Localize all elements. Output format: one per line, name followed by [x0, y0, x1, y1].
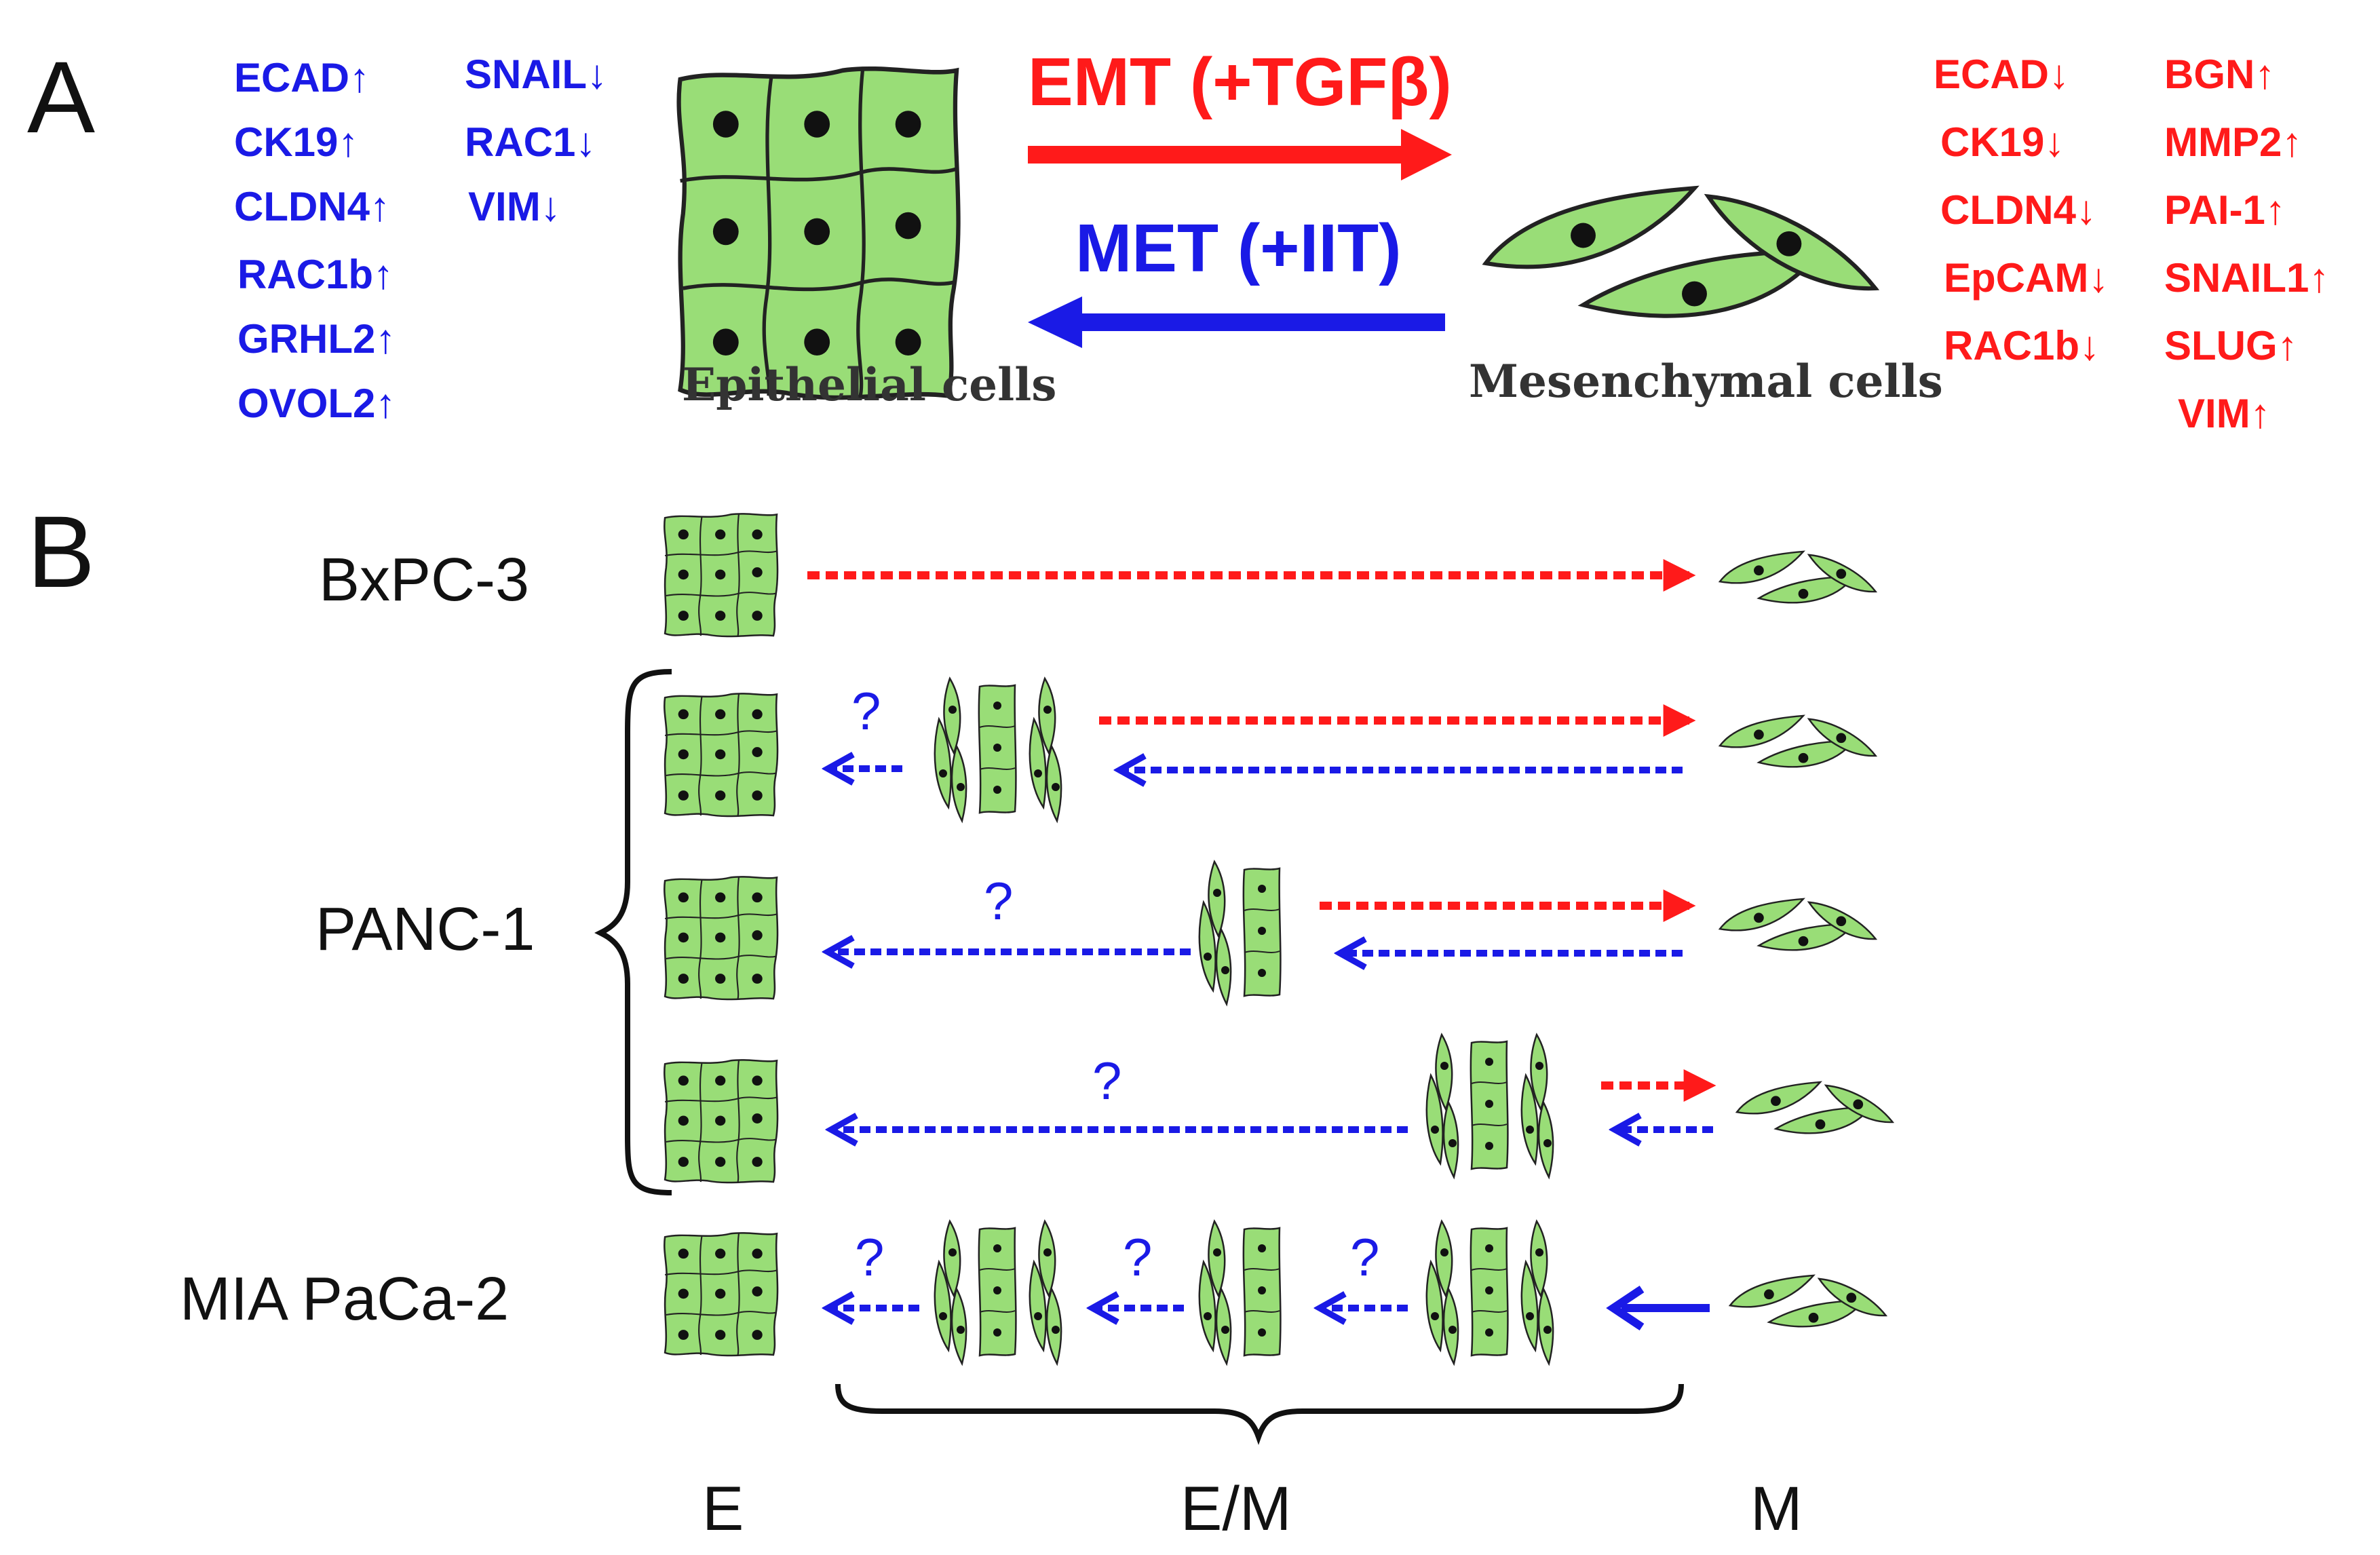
- mesenchymal-marker: EpCAM↓: [1944, 255, 2109, 301]
- mia-met-arrowhead-solid: [1606, 1286, 1645, 1330]
- epithelial-marker: RAC1↓: [465, 119, 596, 165]
- bxpc3-epithelial: [664, 513, 779, 638]
- state-label-e: E: [702, 1474, 744, 1543]
- panc1-brace: [594, 669, 672, 1195]
- mesenchymal-cells-illustration: [1486, 188, 1875, 315]
- met-arrowhead: [1028, 296, 1082, 348]
- panel-a-label: A: [27, 40, 95, 154]
- state-label-em: E/M: [1181, 1474, 1292, 1543]
- mia-hybrid-3: [1427, 1221, 1553, 1364]
- panel-b-label: B: [27, 495, 95, 609]
- mia-epithelial: [664, 1232, 779, 1357]
- mesenchymal-marker: SNAIL1↑: [2164, 255, 2329, 301]
- epithelial-marker: ECAD↑: [234, 55, 370, 100]
- mia-question-2: ?: [1123, 1227, 1152, 1287]
- mia-question-1: ?: [855, 1227, 884, 1287]
- mia-question-3: ?: [1350, 1227, 1379, 1287]
- cell-line-label-bxpc3: BxPC-3: [319, 546, 529, 614]
- emt-label: EMT (+TGFβ): [1028, 44, 1452, 120]
- panc1-r2-mesenchymal: [1719, 898, 1877, 951]
- epithelial-marker: GRHL2↑: [237, 316, 396, 362]
- mesenchymal-marker: RAC1b↓: [1944, 323, 2100, 368]
- panc1-r3-hybrid: [1427, 1035, 1553, 1177]
- mia-hybrid-1: [935, 1221, 1061, 1364]
- panc1-r1-mesenchymal: [1719, 714, 1877, 768]
- cell-line-label-miapaca2: MIA PaCa-2: [180, 1265, 509, 1333]
- mesenchymal-marker: MMP2↑: [2164, 119, 2302, 165]
- panc1-r1-epithelial: [664, 693, 779, 818]
- epithelial-marker: RAC1b↑: [237, 252, 394, 297]
- mesenchymal-marker: BGN↑: [2164, 52, 2275, 97]
- panc1-r1-hybrid: [935, 678, 1061, 821]
- panc1-r3-epithelial: [664, 1059, 779, 1184]
- mesenchymal-cells-caption: Mesenchymal cells: [1469, 355, 1943, 408]
- mesenchymal-marker: PAI-1↑: [2164, 187, 2286, 233]
- mesenchymal-marker-list-1: ECAD↓ CK19↓ CLDN4↓ EpCAM↓ RAC1b↓: [1934, 52, 2109, 368]
- epithelial-cells-caption: Epithelial cells: [682, 358, 1056, 411]
- mesenchymal-marker-list-2: BGN↑ MMP2↑ PAI-1↑ SNAIL1↑ SLUG↑ VIM↑: [2164, 52, 2329, 436]
- met-label: MET (+IIT): [1075, 210, 1402, 286]
- bxpc3-mesenchymal: [1719, 550, 1877, 604]
- panc1-r3-mesenchymal: [1735, 1081, 1894, 1134]
- mesenchymal-marker: VIM↑: [2178, 391, 2271, 436]
- panc1-r1-question: ?: [851, 681, 881, 741]
- epithelial-marker: CLDN4↑: [234, 184, 390, 229]
- cell-line-label-panc1: PANC-1: [315, 896, 535, 963]
- epithelial-marker: CK19↑: [234, 119, 358, 165]
- panc1-r2-epithelial: [664, 876, 779, 1001]
- mesenchymal-marker: CLDN4↓: [1940, 187, 2096, 233]
- em-state-brace: [835, 1383, 1684, 1445]
- epithelial-marker-list-2: SNAIL↓ RAC1↓ VIM↓: [465, 52, 607, 229]
- mia-hybrid-2: [1199, 1221, 1281, 1364]
- epithelial-marker: SNAIL↓: [465, 52, 607, 97]
- epithelial-marker: VIM↓: [468, 184, 561, 229]
- panc1-r2-hybrid: [1199, 862, 1281, 1004]
- mesenchymal-marker: CK19↓: [1940, 119, 2065, 165]
- mesenchymal-marker: ECAD↓: [1934, 52, 2069, 97]
- epithelial-cells-illustration: [679, 69, 959, 399]
- panc1-r2-question: ?: [984, 871, 1013, 931]
- epithelial-marker: OVOL2↑: [237, 381, 396, 426]
- panc1-r3-question: ?: [1092, 1051, 1121, 1111]
- state-label-m: M: [1750, 1474, 1803, 1543]
- mesenchymal-marker: SLUG↑: [2164, 323, 2298, 368]
- emt-arrowhead: [1401, 129, 1452, 180]
- epithelial-marker-list-1: ECAD↑ CK19↑ CLDN4↑ RAC1b↑ GRHL2↑ OVOL2↑: [234, 55, 396, 426]
- mia-mesenchymal: [1729, 1274, 1887, 1328]
